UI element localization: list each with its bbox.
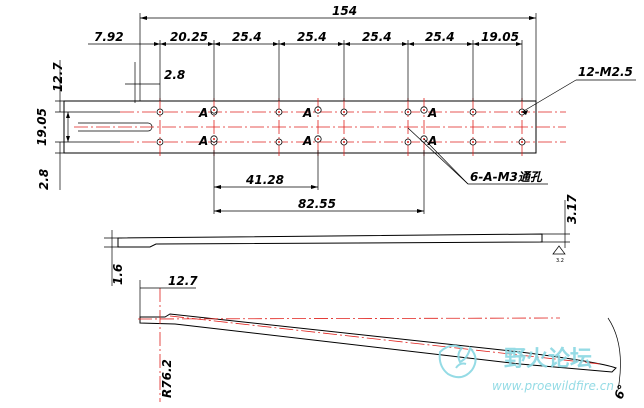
- svg-text:2.8: 2.8: [164, 68, 185, 82]
- watermark: 野火论坛 www.proewildfire.cn: [438, 344, 614, 393]
- dim-overall-length: 154: [139, 4, 537, 101]
- callout-through-holes: 6-A-M3通孔: [407, 127, 548, 185]
- dim-bend-radius: R76.2: [160, 359, 174, 398]
- dim-tilt-angle: 6°: [612, 383, 630, 401]
- svg-text:20.25: 20.25: [170, 30, 208, 44]
- top-view: A A A A A A 154 7.92 20.25 25.4: [35, 4, 636, 214]
- dim-taper-start: 12.7: [168, 274, 198, 288]
- svg-text:82.55: 82.55: [298, 197, 336, 211]
- hole-mark-a: A: [427, 106, 437, 120]
- dim-max-thickness: 3.17: [565, 194, 579, 224]
- bent-view: 12.7 R76.2 6°: [137, 274, 630, 402]
- dim-pitch-chain: 7.92 20.25 25.4 25.4 25.4 25.4 19.05: [88, 30, 523, 101]
- hole-mark-a: A: [198, 134, 208, 148]
- svg-text:154: 154: [332, 4, 357, 18]
- watermark-title: 野火论坛: [504, 346, 592, 372]
- hole-mark-a: A: [198, 106, 208, 120]
- dim-slot-start: 2.8: [125, 62, 185, 103]
- hole-mark-a: A: [427, 134, 437, 148]
- hole-mark-a: A: [302, 134, 312, 148]
- dim-left-vertical: 12.7 19.05 2.8: [35, 60, 120, 190]
- flame-logo: [438, 344, 477, 379]
- taper-centerline: [169, 315, 601, 365]
- svg-text:25.4: 25.4: [297, 30, 327, 44]
- svg-text:41.28: 41.28: [245, 173, 284, 187]
- dim-a-spans: 41.28 82.55: [213, 150, 425, 214]
- svg-text:19.05: 19.05: [35, 108, 49, 146]
- side-view: 1.6 3.17 3.2: [104, 194, 579, 286]
- side-profile: [117, 233, 543, 248]
- bent-centerline: [137, 317, 561, 320]
- hole-mark-a: A: [302, 106, 312, 120]
- svg-text:7.92: 7.92: [94, 30, 124, 44]
- svg-text:19.05: 19.05: [481, 30, 519, 44]
- svg-text:25.4: 25.4: [232, 30, 262, 44]
- svg-text:12.7: 12.7: [51, 62, 65, 92]
- svg-text:2.8: 2.8: [37, 169, 51, 190]
- svg-text:25.4: 25.4: [362, 30, 392, 44]
- angle-arc: [607, 317, 621, 391]
- dim-min-thickness: 1.6: [111, 264, 125, 285]
- surface-finish-value: 3.2: [556, 258, 564, 264]
- svg-text:25.4: 25.4: [425, 30, 455, 44]
- callout-tapped-holes: 12-M2.5: [521, 65, 636, 115]
- svg-text:6-A-M3通孔: 6-A-M3通孔: [470, 170, 543, 184]
- watermark-url: www.proewildfire.cn: [492, 379, 614, 393]
- surface-finish-symbol: [552, 245, 566, 255]
- bent-profile: [139, 313, 617, 373]
- svg-text:12-M2.5: 12-M2.5: [578, 65, 633, 79]
